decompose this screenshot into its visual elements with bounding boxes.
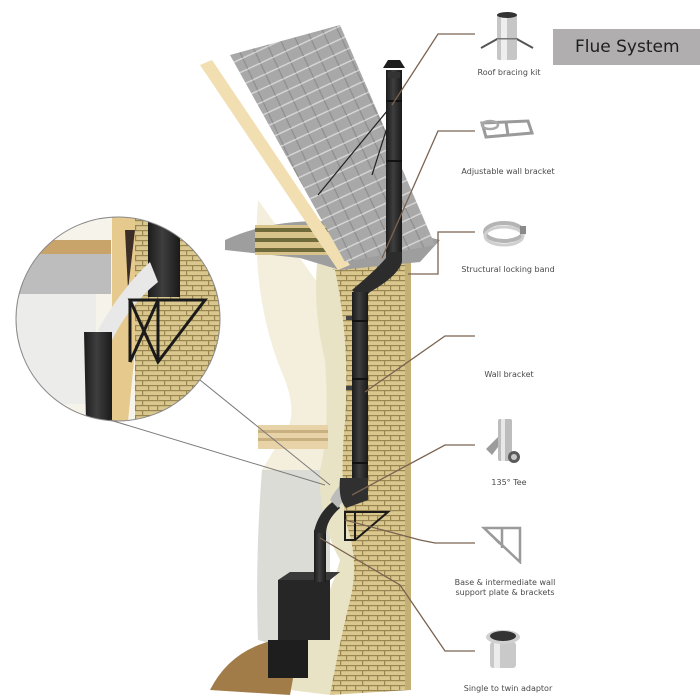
roof-bracing-kit-icon (480, 12, 534, 60)
label-single-to-twin-adaptor: Single to twin adaptor (463, 684, 553, 693)
support-bracket-icon (480, 526, 522, 564)
callout-adjustable-bracket (381, 130, 475, 259)
callout-tee (351, 444, 475, 496)
title-text: Flue System (575, 37, 680, 57)
callout-wall-bracket (364, 335, 475, 393)
label-base-support-line2: support plate & brackets (455, 588, 555, 597)
page-title: Flue System (553, 29, 700, 65)
label-wall-bracket: Wall bracket (484, 370, 534, 379)
label-adjustable-wall-bracket: Adjustable wall bracket (461, 167, 555, 176)
callout-adaptor (319, 537, 475, 652)
label-structural-locking-band: Structural locking band (461, 265, 555, 274)
label-135-tee: 135° Tee (491, 478, 527, 487)
tee-icon (486, 419, 520, 463)
callout-roof-bracing (391, 33, 475, 106)
callout-lines (319, 33, 475, 652)
callout-locking-band (408, 231, 475, 275)
label-base-support-line1: Base & intermediate wall (454, 578, 556, 587)
inset-detail (15, 216, 331, 486)
house-cutaway (200, 25, 440, 695)
label-base-support: Base & intermediate wall support plate &… (450, 578, 560, 598)
callout-base-support (344, 519, 475, 544)
locking-band-icon (483, 221, 526, 247)
adaptor-icon (486, 630, 520, 668)
adjustable-wall-bracket-icon (480, 119, 535, 139)
label-roof-bracing-kit: Roof bracing kit (477, 68, 541, 77)
